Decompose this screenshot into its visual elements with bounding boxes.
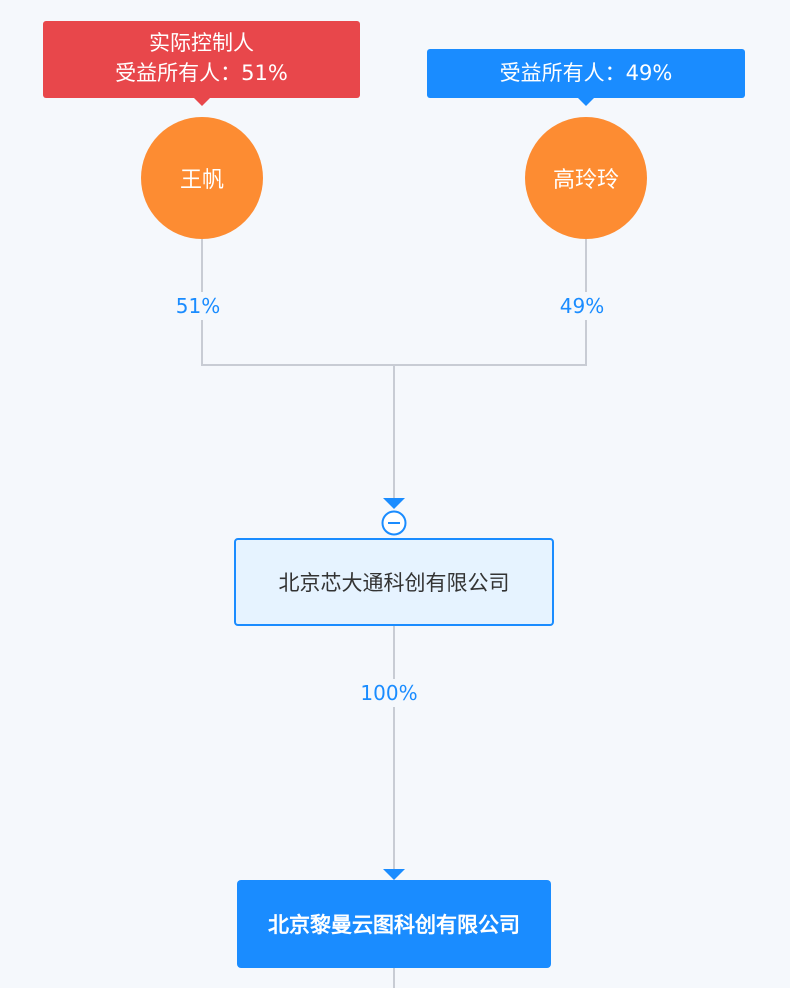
controller-tag-share: 受益所有人：51%: [115, 61, 288, 85]
company-name: 北京黎曼云图科创有限公司: [268, 913, 520, 937]
shareholding-percent-label: 51%: [163, 292, 233, 320]
arrow-down-icon: [383, 869, 405, 880]
shareholder-node-wang-fan[interactable]: 王帆: [141, 117, 263, 239]
shareholder-node-gao-lingling[interactable]: 高玲玲: [525, 117, 647, 239]
arrow-down-icon: [383, 498, 405, 509]
controller-tag-title: 实际控制人: [149, 31, 254, 55]
beneficiary-tag: 受益所有人：49%: [427, 49, 745, 106]
beneficiary-tag-share: 受益所有人：49%: [499, 61, 673, 85]
company-node-target[interactable]: 北京黎曼云图科创有限公司: [237, 880, 551, 968]
company-name: 北京芯大通科创有限公司: [278, 571, 510, 595]
shareholding-percent-label: 100%: [354, 679, 424, 707]
shareholder-name: 王帆: [179, 168, 224, 193]
shareholder-name: 高玲玲: [552, 168, 619, 193]
controller-tag: 实际控制人 受益所有人：51%: [43, 21, 360, 106]
company-node-middle[interactable]: 北京芯大通科创有限公司: [234, 538, 554, 626]
shareholder-connector: [201, 239, 587, 366]
collapse-minus-icon[interactable]: [381, 510, 407, 536]
shareholding-percent-label: 49%: [547, 292, 617, 320]
